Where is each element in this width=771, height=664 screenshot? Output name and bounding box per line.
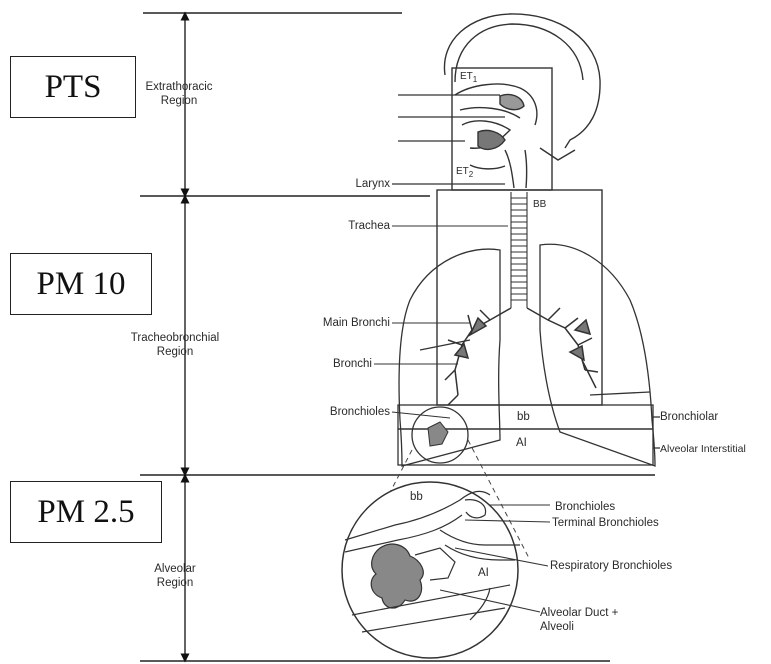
label-bronchioles-left: Bronchioles (270, 405, 390, 419)
region-extrathoracic-line1: Extrathoracic (114, 80, 244, 94)
label-alveolar-interstitial: Alveolar Interstitial (660, 442, 746, 456)
region-extrathoracic-line2: Region (114, 94, 244, 108)
pm25-box: PM 2.5 (10, 481, 162, 543)
region-tracheobronchial-line1: Tracheobronchial (110, 331, 240, 345)
label-alveolar-duct-line1: Alveolar Duct + (540, 606, 618, 620)
label-et2: ET2 (456, 165, 473, 182)
label-alveolar-duct-line2: Alveoli (540, 620, 618, 634)
label-bronchioles-right: Bronchioles (555, 500, 615, 514)
label-main-bronchi: Main Bronchi (280, 316, 390, 330)
label-bronchiolar: Bronchiolar (660, 410, 718, 424)
region-extrathoracic: Extrathoracic Region (114, 80, 244, 108)
et2-sub: 2 (469, 170, 473, 179)
et1-text: ET (460, 71, 473, 82)
et2-text: ET (456, 166, 469, 177)
label-bb-circle: bb (410, 490, 423, 504)
region-tracheobronchial-line2: Region (110, 345, 240, 359)
label-ai-circle: AI (478, 566, 489, 580)
label-trachea: Trachea (290, 219, 390, 233)
region-alveolar-line2: Region (110, 576, 240, 590)
label-alveolar-duct: Alveolar Duct + Alveoli (540, 606, 618, 634)
region-tracheobronchial: Tracheobronchial Region (110, 331, 240, 359)
label-bb-lower: bb (517, 410, 530, 424)
label-terminal-bronchioles: Terminal Bronchioles (552, 516, 659, 530)
region-alveolar: Alveolar Region (110, 562, 240, 590)
label-ai: AI (516, 436, 527, 450)
magnified-alveolar-circle (342, 482, 518, 658)
label-respiratory-bronchioles: Respiratory Bronchioles (550, 559, 672, 573)
label-et1: ET1 (460, 70, 477, 87)
small-alveoli (428, 422, 448, 446)
head-illustration (444, 14, 600, 188)
region-alveolar-line1: Alveolar (110, 562, 240, 576)
pm10-box: PM 10 (10, 253, 152, 315)
et1-sub: 1 (473, 75, 477, 84)
label-larynx: Larynx (300, 177, 390, 191)
trachea-illustration (511, 192, 527, 308)
label-bb-upper: BB (533, 198, 546, 212)
label-bronchi: Bronchi (270, 357, 372, 371)
